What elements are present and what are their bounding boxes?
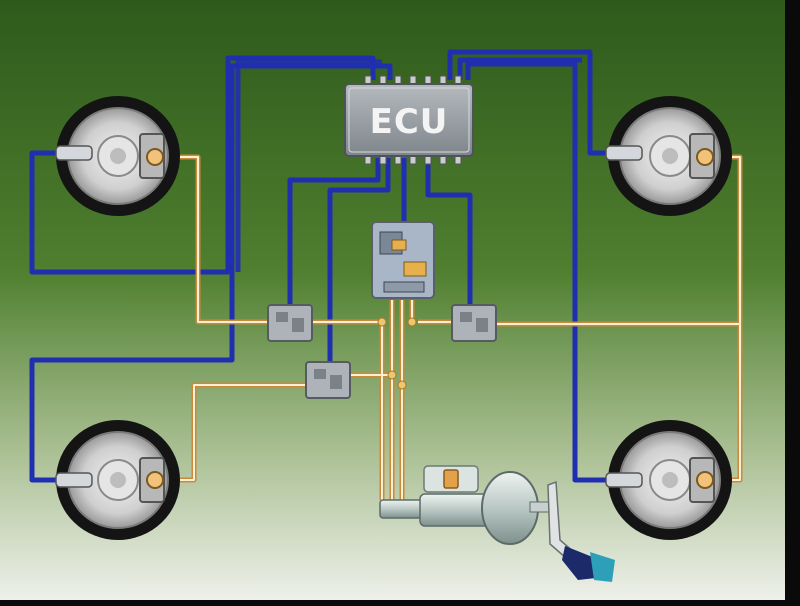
valve-front-left [267, 304, 313, 342]
wire-front-left-b [235, 59, 382, 272]
wheel-front-left [55, 96, 180, 216]
wire-ecu-valve-right [425, 158, 473, 308]
valve-rear [305, 361, 351, 399]
master-cylinder [379, 465, 491, 527]
wire-ecu-valve-rear [327, 158, 391, 370]
brake-pedal [547, 480, 615, 582]
wire-front-right-b [457, 57, 582, 80]
wheel-rear-right [605, 420, 732, 540]
hydraulic-unit [371, 221, 435, 299]
bottom-border [0, 600, 800, 606]
ecu-pins-top [364, 75, 462, 89]
valve-front-right [451, 304, 497, 342]
brake-lines [155, 154, 743, 500]
wheel-front-right [605, 96, 732, 216]
sensor-wires [29, 49, 615, 483]
ecu-module: ECU [344, 75, 474, 165]
wire-front-right [447, 49, 615, 156]
brake-booster [481, 471, 555, 545]
wire-rear-left [29, 63, 393, 483]
wire-front-left [29, 55, 376, 275]
wheel-rear-left [55, 420, 180, 540]
wire-ecu-valve-left [287, 158, 381, 308]
ecu-label: ECU [370, 102, 449, 142]
right-border [785, 0, 800, 606]
wire-rear-right [465, 61, 615, 483]
